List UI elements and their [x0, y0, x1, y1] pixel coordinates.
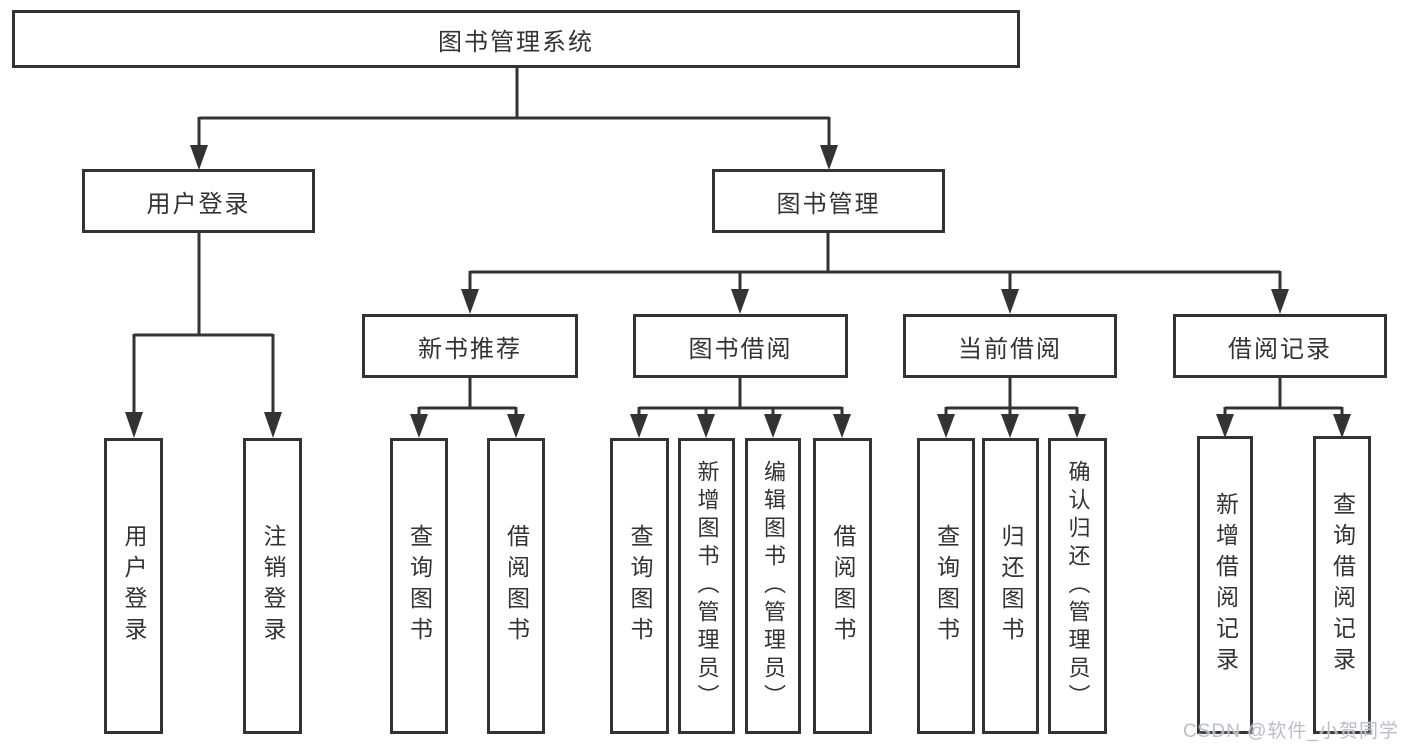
node-new-book-recommend: 新书推荐: [362, 314, 578, 378]
node-label: 查询图书: [627, 524, 653, 648]
node-label: 用户登录: [121, 524, 147, 648]
node-records-add-record: 新增借阅记录: [1197, 436, 1253, 734]
node-current-return-books: 归还图书: [982, 438, 1039, 734]
node-label: 图书借阅: [688, 335, 793, 363]
node-label: 查询图书: [933, 524, 960, 648]
node-recommend-borrow-books: 借阅图书: [487, 438, 545, 734]
node-root: 图书管理系统: [12, 10, 1020, 68]
node-label: 查询借阅记录: [1329, 492, 1356, 678]
node-book-management: 图书管理: [712, 169, 945, 233]
node-label: 确认归还（管理员）: [1065, 460, 1091, 712]
node-label: 查询图书: [406, 524, 433, 648]
node-borrowing-records: 借阅记录: [1173, 314, 1387, 378]
node-current-confirm-return-admin: 确认归还（管理员）: [1048, 438, 1107, 734]
node-borrow-borrow-books: 借阅图书: [813, 438, 872, 734]
node-current-query-books: 查询图书: [917, 438, 975, 734]
node-borrow-edit-books-admin: 编辑图书（管理员）: [745, 438, 801, 734]
node-label: 借阅记录: [1228, 335, 1332, 363]
node-book-borrowing: 图书借阅: [633, 314, 848, 378]
node-label: 新书推荐: [418, 335, 522, 363]
node-recommend-query-books: 查询图书: [390, 438, 448, 734]
node-label: 借阅图书: [830, 524, 856, 648]
node-label: 当前借阅: [958, 335, 1062, 363]
node-label: 图书管理系统: [438, 28, 594, 56]
node-label: 借阅图书: [503, 524, 530, 648]
watermark: CSDN @软件_小贺同学: [1183, 721, 1399, 742]
node-borrow-add-books-admin: 新增图书（管理员）: [678, 438, 735, 734]
node-label: 归还图书: [998, 524, 1024, 648]
node-label: 编辑图书（管理员）: [761, 460, 786, 712]
node-records-query-record: 查询借阅记录: [1313, 436, 1371, 734]
node-label: 新增图书（管理员）: [694, 460, 720, 712]
node-label: 新增借阅记录: [1212, 492, 1239, 678]
node-label: 用户登录: [146, 190, 251, 218]
node-logout: 注销登录: [243, 438, 302, 734]
node-user-login-branch: 用户登录: [82, 169, 315, 233]
node-label: 注销登录: [260, 524, 286, 648]
node-borrow-query-books: 查询图书: [610, 438, 669, 734]
node-label: 图书管理: [776, 190, 881, 218]
node-user-login-leaf: 用户登录: [104, 438, 163, 734]
node-current-borrowing: 当前借阅: [903, 314, 1117, 378]
